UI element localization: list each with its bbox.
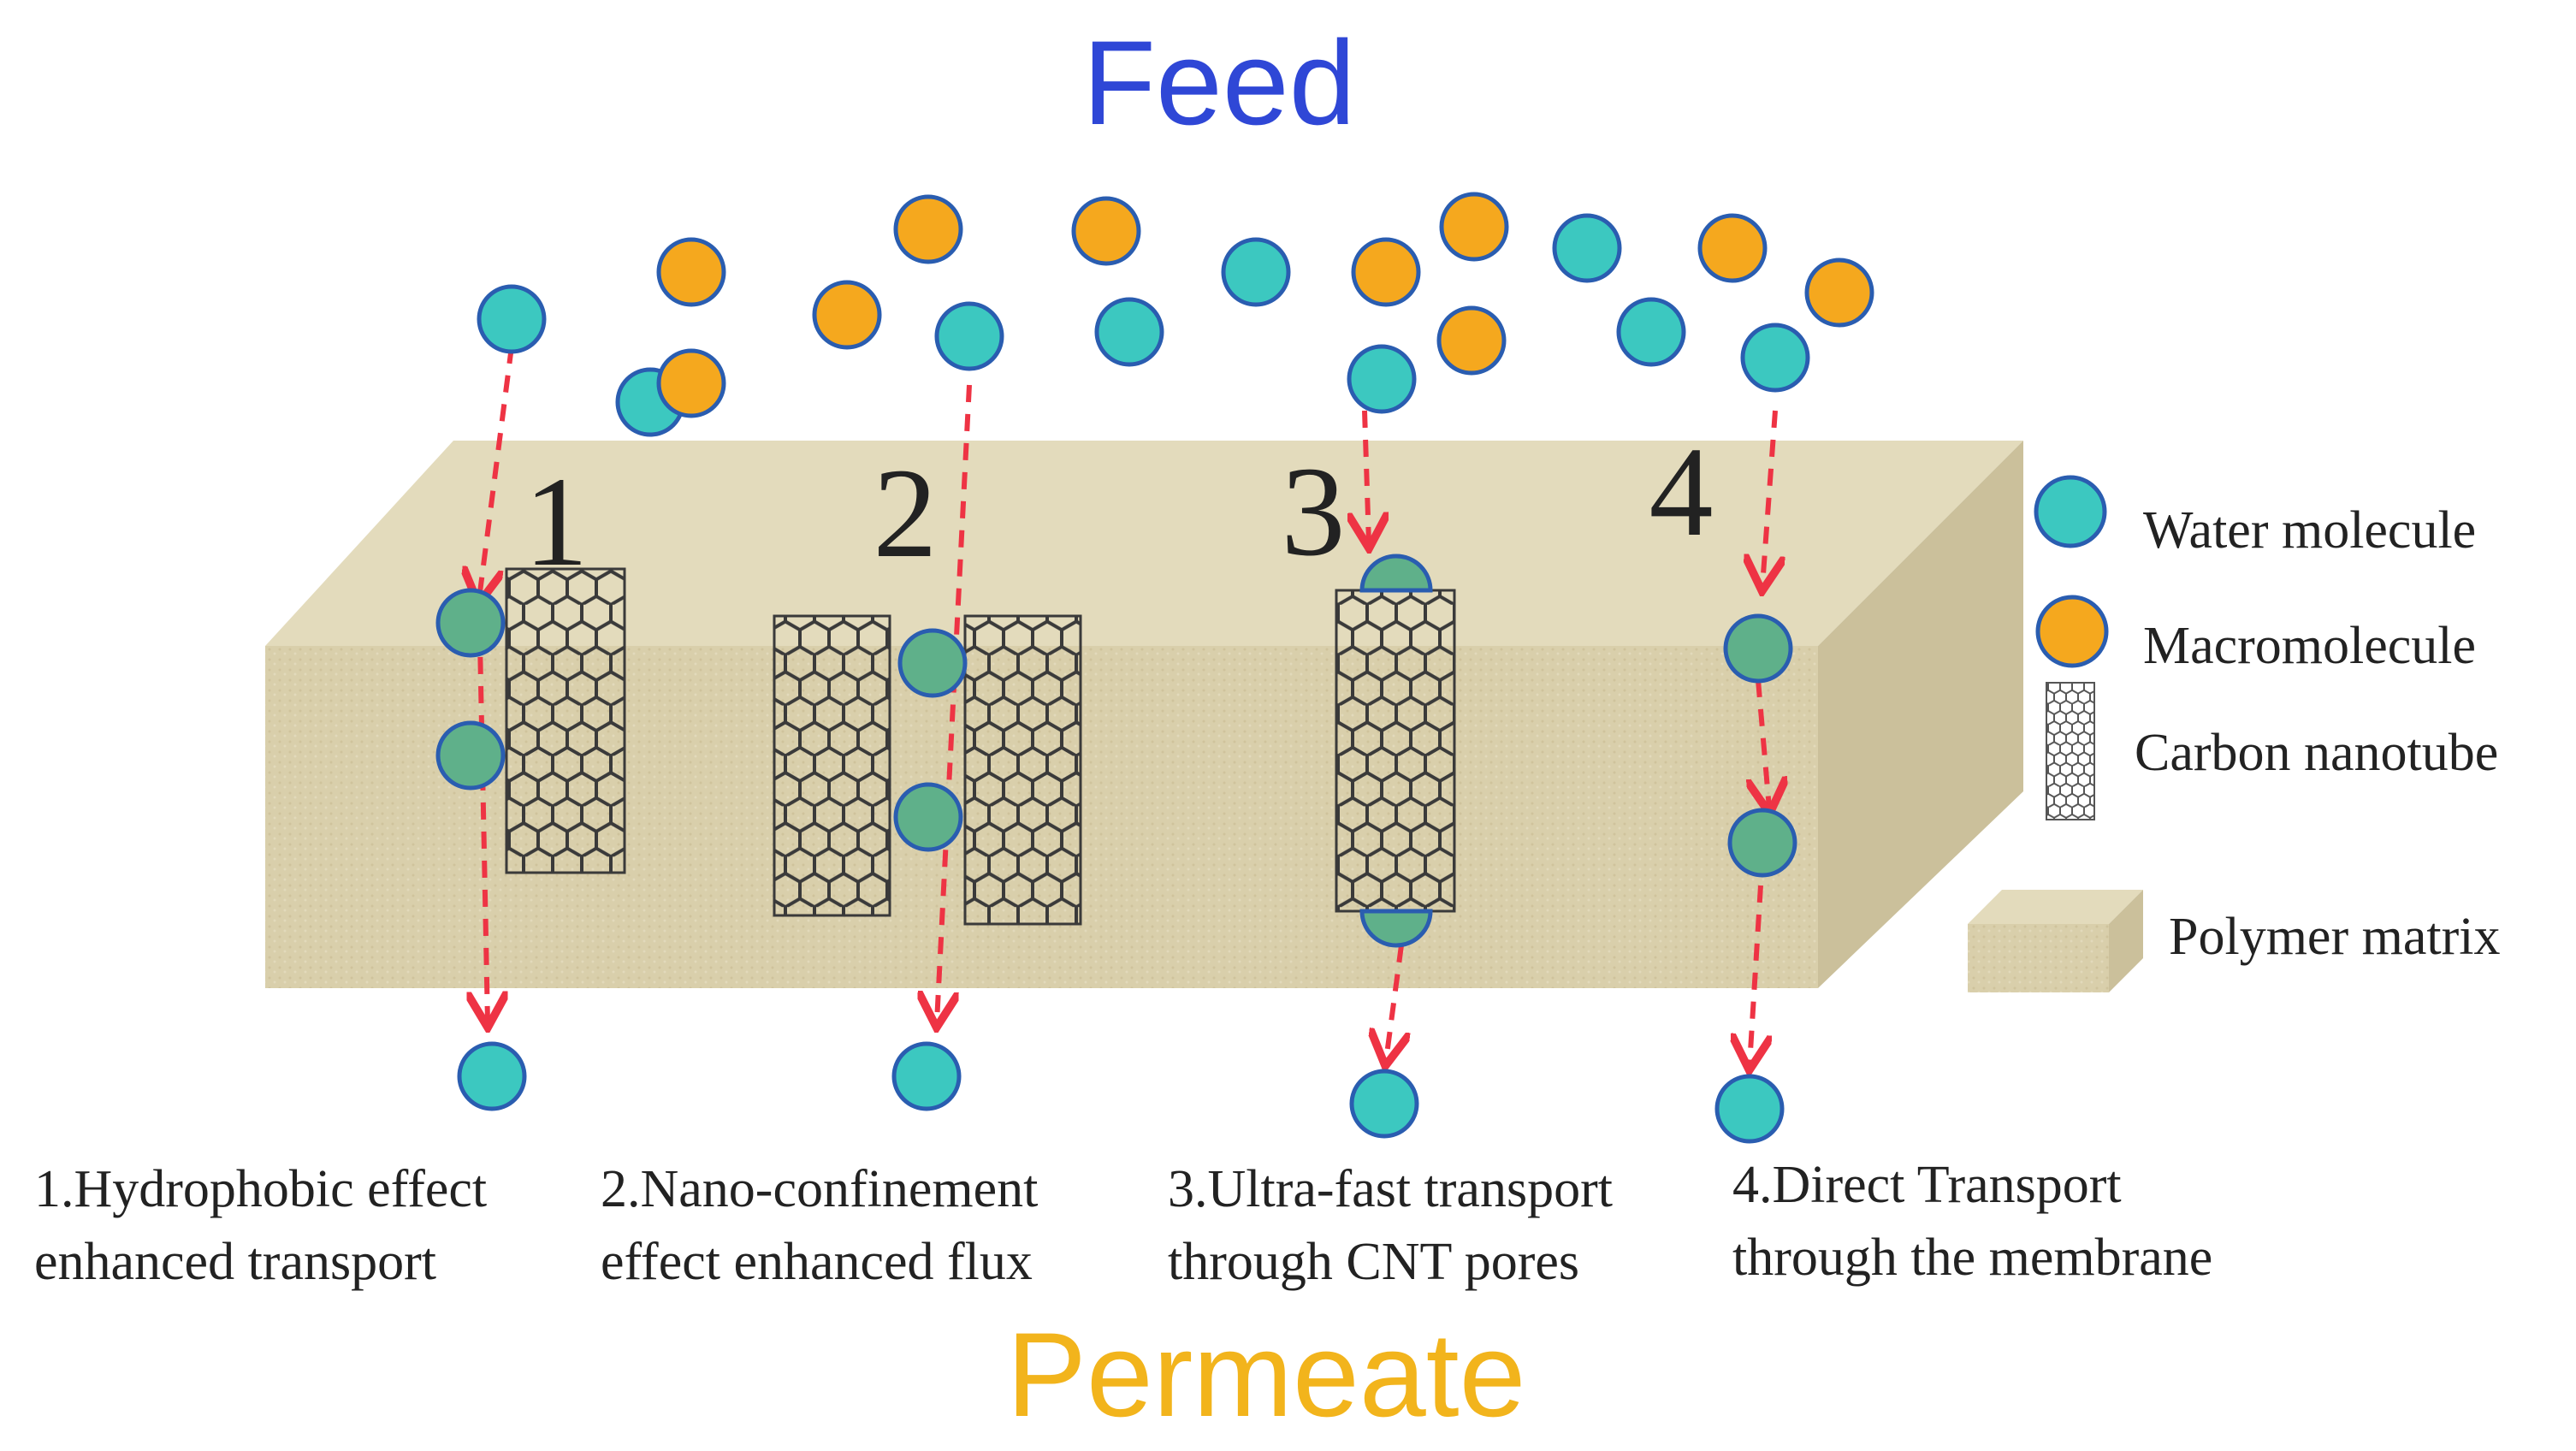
carbon-nanotube [963,614,1082,926]
feed-title: Feed [1082,15,1355,150]
macromolecule [1436,305,1507,376]
mechanism-3-line-1: 3.Ultra-fast transport [1168,1160,1613,1218]
feed-molecules [477,192,1874,437]
legend-macromolecule-icon [2035,595,2109,668]
water-molecule [1552,213,1622,283]
legend-polymer-icon [1968,890,2143,992]
arrow-path-3a [1365,410,1369,543]
water-molecule-cap [1359,554,1433,593]
mechanism-1-line-2: enhanced transport [34,1233,436,1291]
water-molecule [1221,237,1291,307]
mechanism-3-line-2: through CNT pores [1168,1233,1579,1291]
arrow-path-1 [479,346,514,599]
water-molecule [477,284,547,354]
macromolecule [1439,192,1509,262]
water-molecule [1094,297,1164,367]
water-molecule [1714,1074,1785,1144]
macromolecule [1351,237,1421,307]
water-molecule [435,588,506,658]
water-molecule [1727,808,1797,878]
carbon-nanotube [773,614,891,917]
macromolecule [893,194,963,264]
water-molecule [1616,297,1686,367]
legend-macromolecule-label: Macromolecule [2143,617,2476,675]
water-molecule [891,1041,962,1111]
legend-water-icon [2034,475,2107,548]
water-molecule-cap [1359,909,1433,948]
arrow-path-3b [1386,945,1401,1061]
arrow-path-4a [1762,410,1775,586]
mechanism-2-line-2: effect enhanced flux [601,1233,1033,1291]
water-molecule [1349,1069,1419,1139]
legend-nanotube-icon [2046,682,2095,820]
permeate-molecules [457,1041,1785,1144]
legend: Water molecule Macromolecule Carbon nano… [1968,475,2500,992]
water-molecule [893,782,963,852]
water-molecule [1740,323,1810,393]
membrane-molecules [435,554,1797,948]
region-number-3: 3 [1282,441,1346,583]
carbon-nanotube [1335,589,1456,913]
carbon-nanotube [505,567,626,874]
legend-nanotube-label: Carbon nanotube [2135,724,2498,782]
region-number-4: 4 [1649,421,1714,563]
membrane-top-face [265,441,2023,646]
macromolecule [812,280,882,350]
macromolecule [1804,258,1874,328]
macromolecule [1697,213,1768,283]
macromolecule [656,348,726,418]
macromolecule [656,237,726,307]
mechanism-4-line-1: 4.Direct Transport [1732,1156,2122,1214]
water-molecule [934,301,1004,371]
water-molecule [1723,613,1793,684]
macromolecule [1071,196,1141,266]
transport-arrows [479,346,1775,1065]
water-molecule [897,628,968,698]
arrow-path-1b [479,598,488,1022]
mechanism-2-line-1: 2.Nano-confinement [601,1160,1038,1218]
arrow-path-4b [1758,679,1769,808]
arrow-path-4c [1750,885,1761,1065]
membrane-side-face [1818,441,2023,988]
permeate-title: Permeate [1007,1307,1526,1442]
water-molecule [1347,344,1417,414]
legend-polymer-label: Polymer matrix [2169,908,2500,966]
mechanism-1-line-1: 1.Hydrophobic effect [34,1160,487,1218]
arrow-path-2 [937,384,972,1022]
mechanism-4-line-2: through the membrane [1732,1229,2212,1287]
legend-water-label: Water molecule [2143,501,2476,560]
water-molecule [435,720,506,791]
region-number-2: 2 [873,442,938,584]
water-molecule [457,1041,527,1111]
